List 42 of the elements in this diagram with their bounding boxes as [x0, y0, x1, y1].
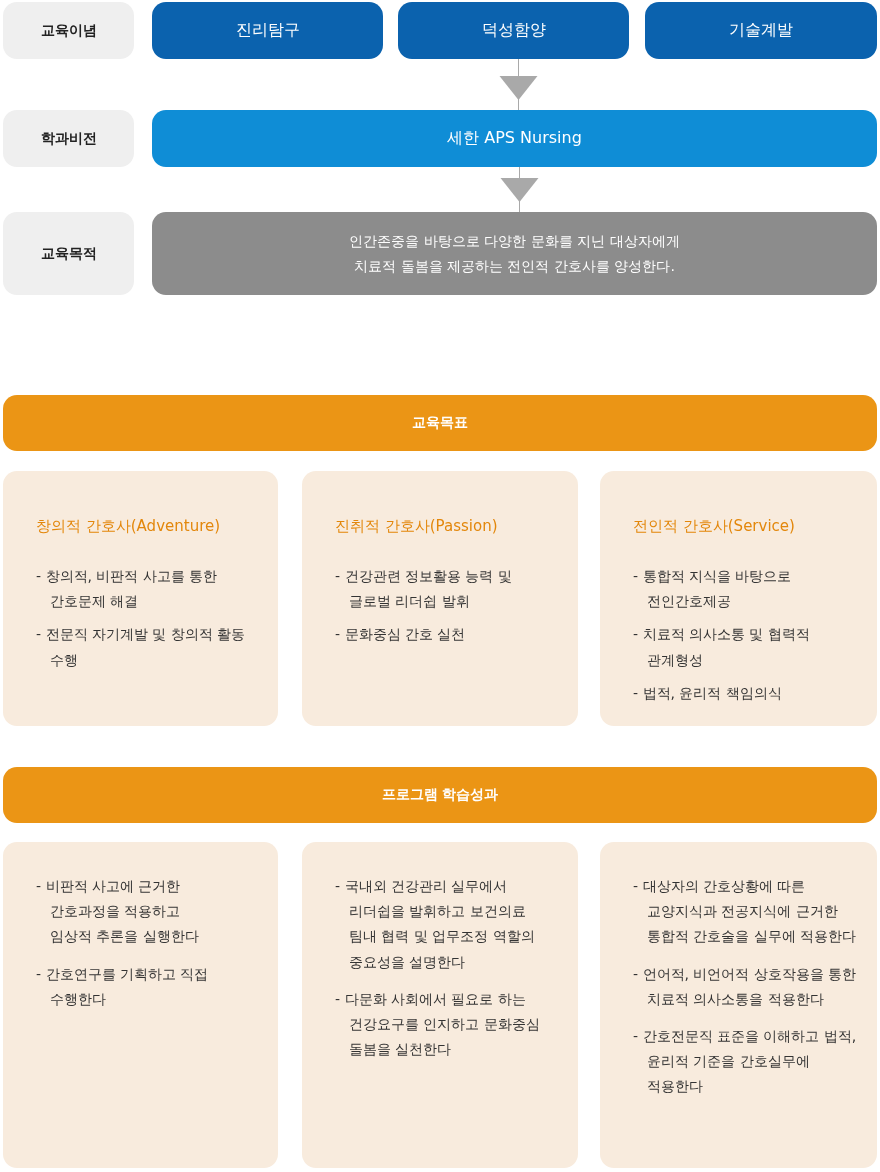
banner-title: 프로그램 학습성과 [381, 786, 499, 804]
bullet-item: - 간호연구를 기획하고 직접 수행한다 [36, 964, 210, 1009]
goal-card [302, 471, 578, 726]
bullet-item: - 문화중심 간호 실천 [335, 625, 467, 645]
goal-card [600, 471, 877, 726]
value-box [645, 2, 877, 59]
card-heading: 진취적 간호사(Passion) [335, 516, 499, 537]
card-heading: 창의적 간호사(Adventure) [36, 516, 222, 537]
bullet-item: - 건강관련 정보활용 능력 및 글로벌 리더쉽 발휘 [335, 567, 513, 612]
outcome-card [600, 842, 877, 1168]
card-heading: 전인적 간호사(Service) [633, 516, 796, 537]
bullet-item: - 치료적 의사소통 및 협력적 관계형성 [633, 625, 811, 670]
value-box [152, 2, 383, 59]
section-banner [3, 767, 877, 823]
down-arrow [500, 166, 539, 213]
bullet-item: - 비판적 사고에 근거한 간호과정을 적용하고 임상적 추론을 실행한다 [36, 877, 200, 947]
purpose-box [152, 212, 877, 295]
category-label: 교육목적 [40, 244, 97, 263]
outcome-card [302, 842, 578, 1168]
bullet-item: - 통합적 지식을 바탕으로 전인간호제공 [633, 567, 793, 612]
bullet-item: - 간호전문직 표준을 이해하고 법적, 윤리적 기준을 간호실무에 적용한다 [633, 1026, 858, 1097]
purpose-text: 인간존중을 바탕으로 다양한 문화를 지닌 대상자에게 치료적 돌봄을 제공하는 전인적 간호사를 양성한다. [348, 232, 681, 276]
bullet-item: - 대상자의 간호상황에 따른 교양지식과 전공지식에 근거한 통합적 간호술을 실무에 적용한다 [633, 877, 858, 947]
bullet-item: - 법적, 윤리적 책임의식 [633, 683, 783, 703]
outcome-card [3, 842, 278, 1168]
bullet-item: - 창의적, 비판적 사고를 통한 간호문제 해결 [36, 567, 219, 612]
bullet-item: - 다문화 사회에서 필요로 하는 건강요구를 인지하고 문화중심 돌봄을 실천한다 [335, 989, 541, 1060]
value-label: 기술계발 [729, 20, 793, 41]
goal-card [3, 471, 278, 726]
section-banner [3, 395, 877, 451]
down-arrow [499, 58, 538, 111]
value-label: 덕성함양 [481, 20, 546, 41]
bullet-item: - 국내외 건강관리 실무에서 리더쉽을 발휘하고 보건의료 팀내 협력 및 업무조정 역할의 중요성을 설명한다 [335, 877, 536, 972]
category-label: 교육이념 [40, 21, 97, 40]
bullet-item: - 언어적, 비언어적 상호작용을 통한 치료적 의사소통을 적용한다 [633, 964, 858, 1009]
value-box [398, 2, 629, 59]
banner-title: 교육목표 [412, 414, 468, 432]
category-label: 학과비전 [40, 129, 97, 148]
bullet-item: - 전문직 자기계발 및 창의적 활동 수행 [36, 625, 247, 670]
vision-bar [152, 110, 877, 167]
vision-label: 세한 APS Nursing [447, 128, 582, 149]
value-label: 진리탐구 [235, 20, 300, 41]
